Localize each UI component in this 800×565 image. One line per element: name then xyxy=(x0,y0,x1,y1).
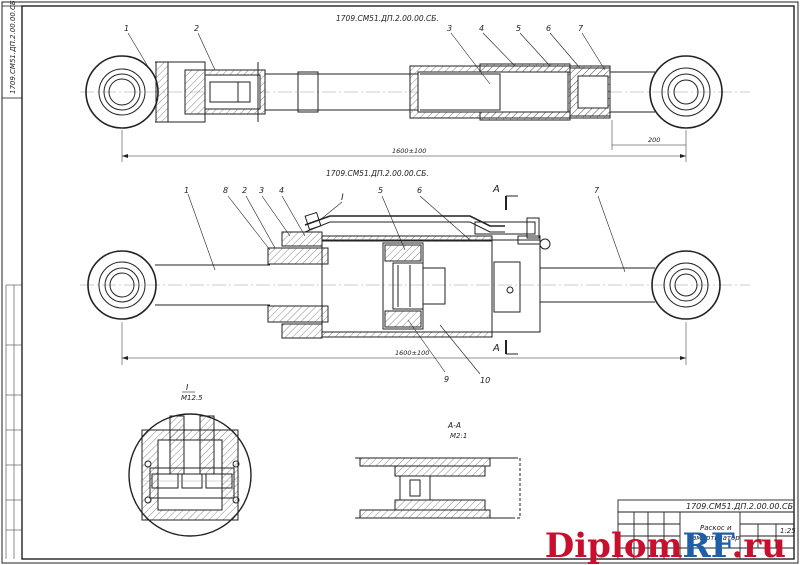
detail-i-scale: M12.5 xyxy=(181,394,203,402)
title-block-designation: 1709.СМ51.ДП.2.00.00.СБ xyxy=(686,502,794,511)
section-mark-bottom: А xyxy=(492,343,500,354)
callout-label: 10 xyxy=(480,376,490,385)
callout-label: 1 xyxy=(124,24,129,33)
watermark-part2: RF xyxy=(682,526,732,565)
top-view-designation: 1709.СМ51.ДП.2.00.00.СБ. xyxy=(336,14,439,23)
callout-label: 7 xyxy=(594,186,600,195)
section-aa-title: А-А xyxy=(447,421,461,430)
title-block-name-2: амортизатор xyxy=(692,534,740,542)
title-block-name-1: Раскос и xyxy=(700,524,732,532)
watermark: DiplomRF.ru xyxy=(545,529,786,563)
callout-label: 1 xyxy=(184,186,189,195)
section-aa-scale: M2:1 xyxy=(450,432,467,440)
section-mark-top: А xyxy=(492,184,500,195)
middle-view-callouts: 1 8 2 3 4 I 5 6 7 9 10 А А xyxy=(184,184,600,385)
title-block-scale: 1:25 xyxy=(780,527,796,535)
callout-label: 5 xyxy=(516,24,521,33)
callout-label: 6 xyxy=(417,186,422,195)
callout-label: 3 xyxy=(259,186,264,195)
section-aa-view: А-А M2:1 xyxy=(355,421,521,519)
callout-label: 2 xyxy=(194,24,199,33)
watermark-part1: Diplom xyxy=(544,526,683,565)
callout-label: 4 xyxy=(479,24,484,33)
top-left-stamp: 1709.СМ51.ДП.2.00.00.СБ xyxy=(1,0,23,99)
top-view-dim-right: 200 xyxy=(648,136,660,144)
binding-strip xyxy=(5,284,22,559)
top-view-dim-total: 1600±100 xyxy=(392,147,426,155)
middle-view: 1709.СМ51.ДП.2.00.00.СБ. xyxy=(80,169,750,375)
detail-i-title: I xyxy=(186,383,189,392)
callout-label: 2 xyxy=(242,186,247,195)
callout-label: 8 xyxy=(223,186,228,195)
callout-label: 9 xyxy=(444,375,449,384)
top-view-callouts: 1 2 3 4 5 6 7 xyxy=(124,24,584,33)
callout-label: 7 xyxy=(578,24,584,33)
sheet-inner-frame xyxy=(21,5,795,560)
stamp-designation: 1709.СМ51.ДП.2.00.00.СБ xyxy=(9,0,17,94)
middle-view-designation: 1709.СМ51.ДП.2.00.00.СБ. xyxy=(326,169,429,178)
callout-label: 5 xyxy=(378,186,383,195)
watermark-part3: .ru xyxy=(731,526,786,565)
callout-label: 6 xyxy=(546,24,551,33)
title-block: 1709.СМ51.ДП.2.00.00.СБ Раскос и амортиз… xyxy=(617,499,796,560)
middle-view-dim-total: 1600±100 xyxy=(395,349,429,357)
top-view: 1709.СМ51.ДП.2.00.00.СБ. xyxy=(80,14,750,162)
detail-i-view: I M12.5 xyxy=(128,383,252,537)
detail-i-callout: I xyxy=(341,193,344,203)
callout-label: 4 xyxy=(279,186,284,195)
callout-label: 3 xyxy=(447,24,452,33)
